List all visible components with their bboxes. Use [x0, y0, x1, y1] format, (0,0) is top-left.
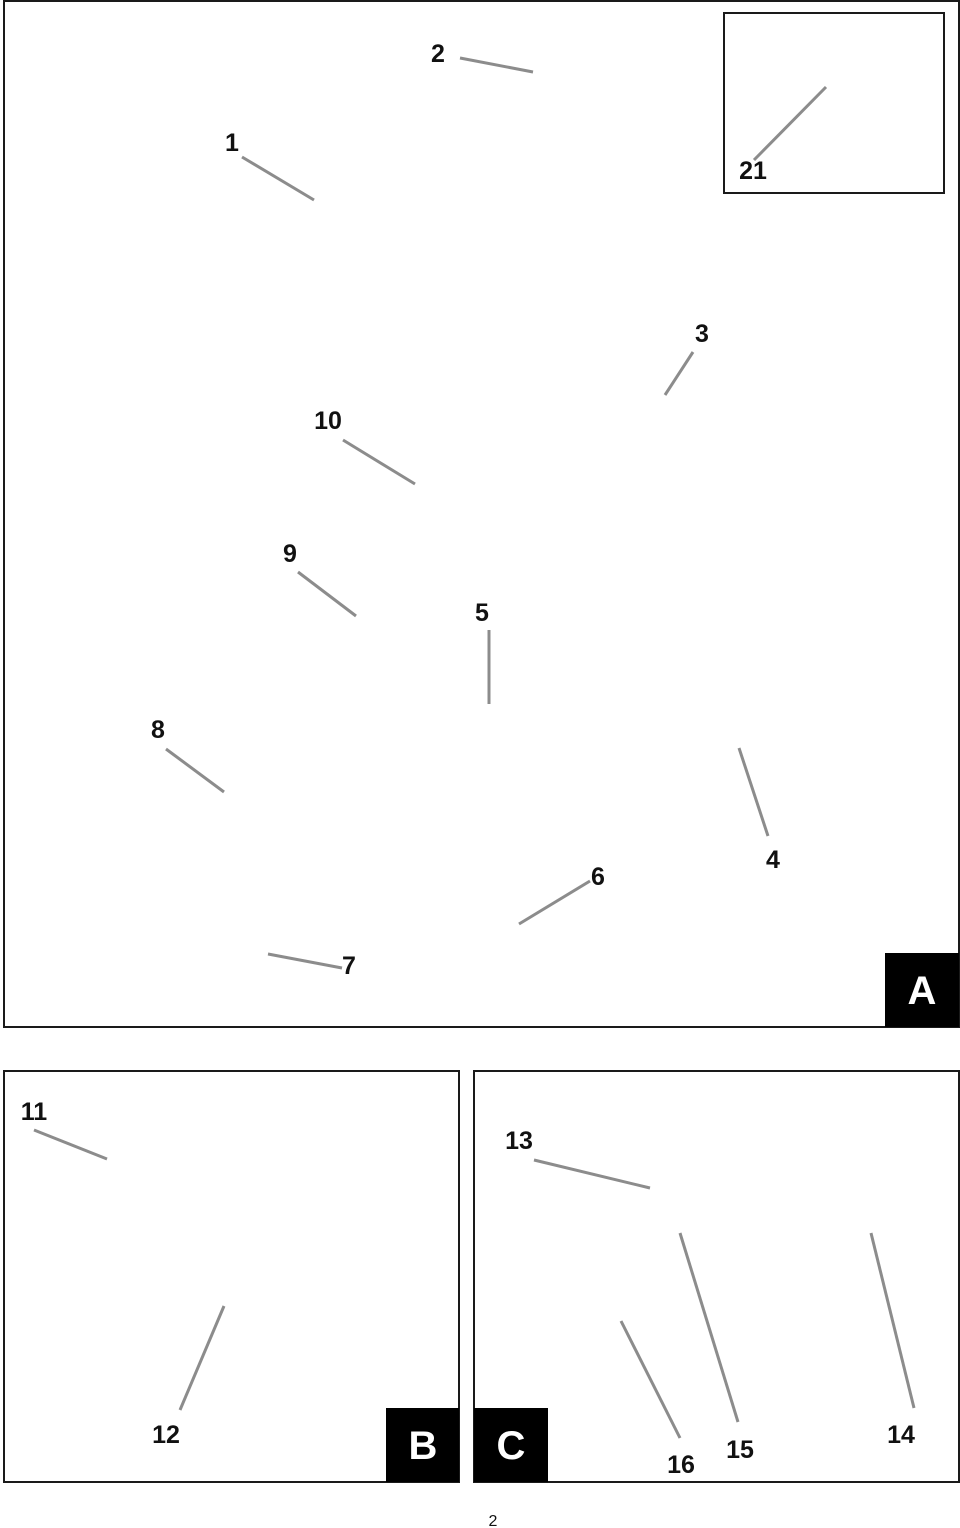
callout-14: 14: [887, 1421, 915, 1449]
panel-c-tag: C: [497, 1424, 526, 1468]
panel-c-tag-box: [474, 1408, 548, 1482]
callout-4: 4: [766, 846, 780, 874]
callout-21: 21: [739, 157, 767, 185]
callout-8: 8: [151, 716, 165, 744]
panel-a-tag-box: [885, 953, 959, 1027]
leader-line-8: [165, 747, 225, 794]
leader-line-14: [869, 1232, 916, 1409]
callout-15: 15: [726, 1436, 754, 1464]
callout-3: 3: [695, 320, 709, 348]
leader-line-1: [241, 155, 315, 202]
leader-line-15: [678, 1232, 740, 1423]
callout-2: 2: [431, 40, 445, 68]
leader-line-9: [297, 570, 357, 618]
panel-b-frame: [3, 1070, 460, 1483]
panel-a-inset-frame: [723, 12, 945, 194]
leader-line-16: [619, 1320, 682, 1439]
callout-13: 13: [505, 1127, 533, 1155]
callout-16: 16: [667, 1451, 695, 1479]
callout-1: 1: [225, 129, 239, 157]
page-number: 2: [489, 1513, 498, 1528]
callout-9: 9: [283, 540, 297, 568]
leader-line-2: [459, 56, 534, 74]
leader-line-21: [752, 85, 828, 162]
leader-line-13: [533, 1158, 651, 1190]
panel-a-tag: A: [908, 969, 937, 1013]
callout-12: 12: [152, 1421, 180, 1449]
panel-a-frame: [3, 0, 960, 1028]
callout-11: 11: [21, 1098, 48, 1126]
leader-line-11: [33, 1128, 108, 1161]
callout-5: 5: [475, 599, 489, 627]
callout-7: 7: [342, 952, 356, 980]
panel-c-frame: [473, 1070, 960, 1483]
panel-b-tag-box: [386, 1408, 459, 1482]
panel-b-tag: B: [409, 1424, 438, 1468]
leader-line-12: [178, 1305, 226, 1411]
leader-line-3: [663, 351, 695, 396]
leader-line-4: [737, 747, 770, 837]
leader-line-10: [342, 438, 416, 486]
leader-line-7: [267, 952, 343, 970]
callout-10: 10: [314, 407, 342, 435]
leader-line-6: [518, 879, 591, 926]
callout-6: 6: [591, 863, 605, 891]
